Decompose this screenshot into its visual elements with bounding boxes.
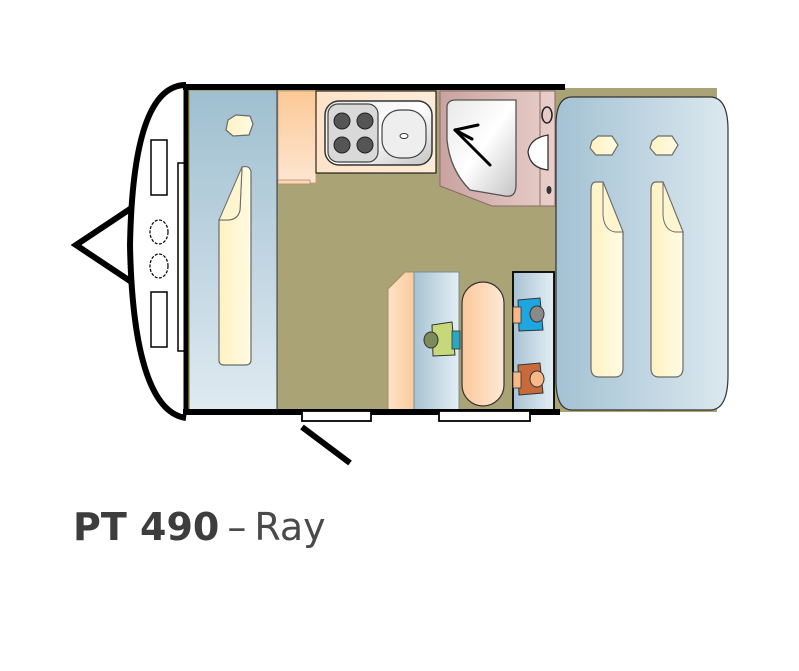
person-orange-icon <box>512 362 545 396</box>
wardrobe <box>387 271 415 411</box>
front-locker-hatch <box>150 291 168 348</box>
rear-twin-beds <box>555 96 729 411</box>
burner-icon <box>333 136 351 154</box>
hob-icon <box>327 103 379 163</box>
front-locker-hatch <box>150 139 168 196</box>
person-green-icon <box>423 321 461 357</box>
front-bed <box>190 91 277 410</box>
shower-head-icon <box>453 123 492 167</box>
shower-tray-icon <box>446 99 517 197</box>
gas-bottle-icon <box>149 253 169 279</box>
gas-bottle-icon <box>149 219 169 245</box>
burner-icon <box>356 112 374 130</box>
front-nose <box>126 82 188 421</box>
drain-icon <box>399 133 409 139</box>
model-caption: PT 490–Ray <box>73 505 326 549</box>
person-blue-icon <box>512 297 545 332</box>
entry-door <box>300 410 372 466</box>
toilet-icon <box>527 134 549 171</box>
drain-icon <box>546 186 552 194</box>
basin-icon <box>541 106 553 124</box>
pillow-icon <box>225 114 254 137</box>
kitchen-counter <box>315 90 437 174</box>
model-number: PT 490 <box>73 505 220 549</box>
side-window <box>438 410 531 422</box>
model-name: Ray <box>254 505 326 549</box>
caravan-floorplan <box>70 82 729 466</box>
door-swing-icon <box>300 424 352 466</box>
pillow-icon <box>649 135 679 156</box>
burner-icon <box>356 136 374 154</box>
caption-separator: – <box>227 505 247 549</box>
washroom <box>439 90 556 207</box>
burner-icon <box>333 112 351 130</box>
pillow-icon <box>589 135 619 156</box>
dinette-table <box>461 281 505 407</box>
drawbar-icon <box>70 201 136 289</box>
kitchen-cabinet <box>277 90 317 185</box>
